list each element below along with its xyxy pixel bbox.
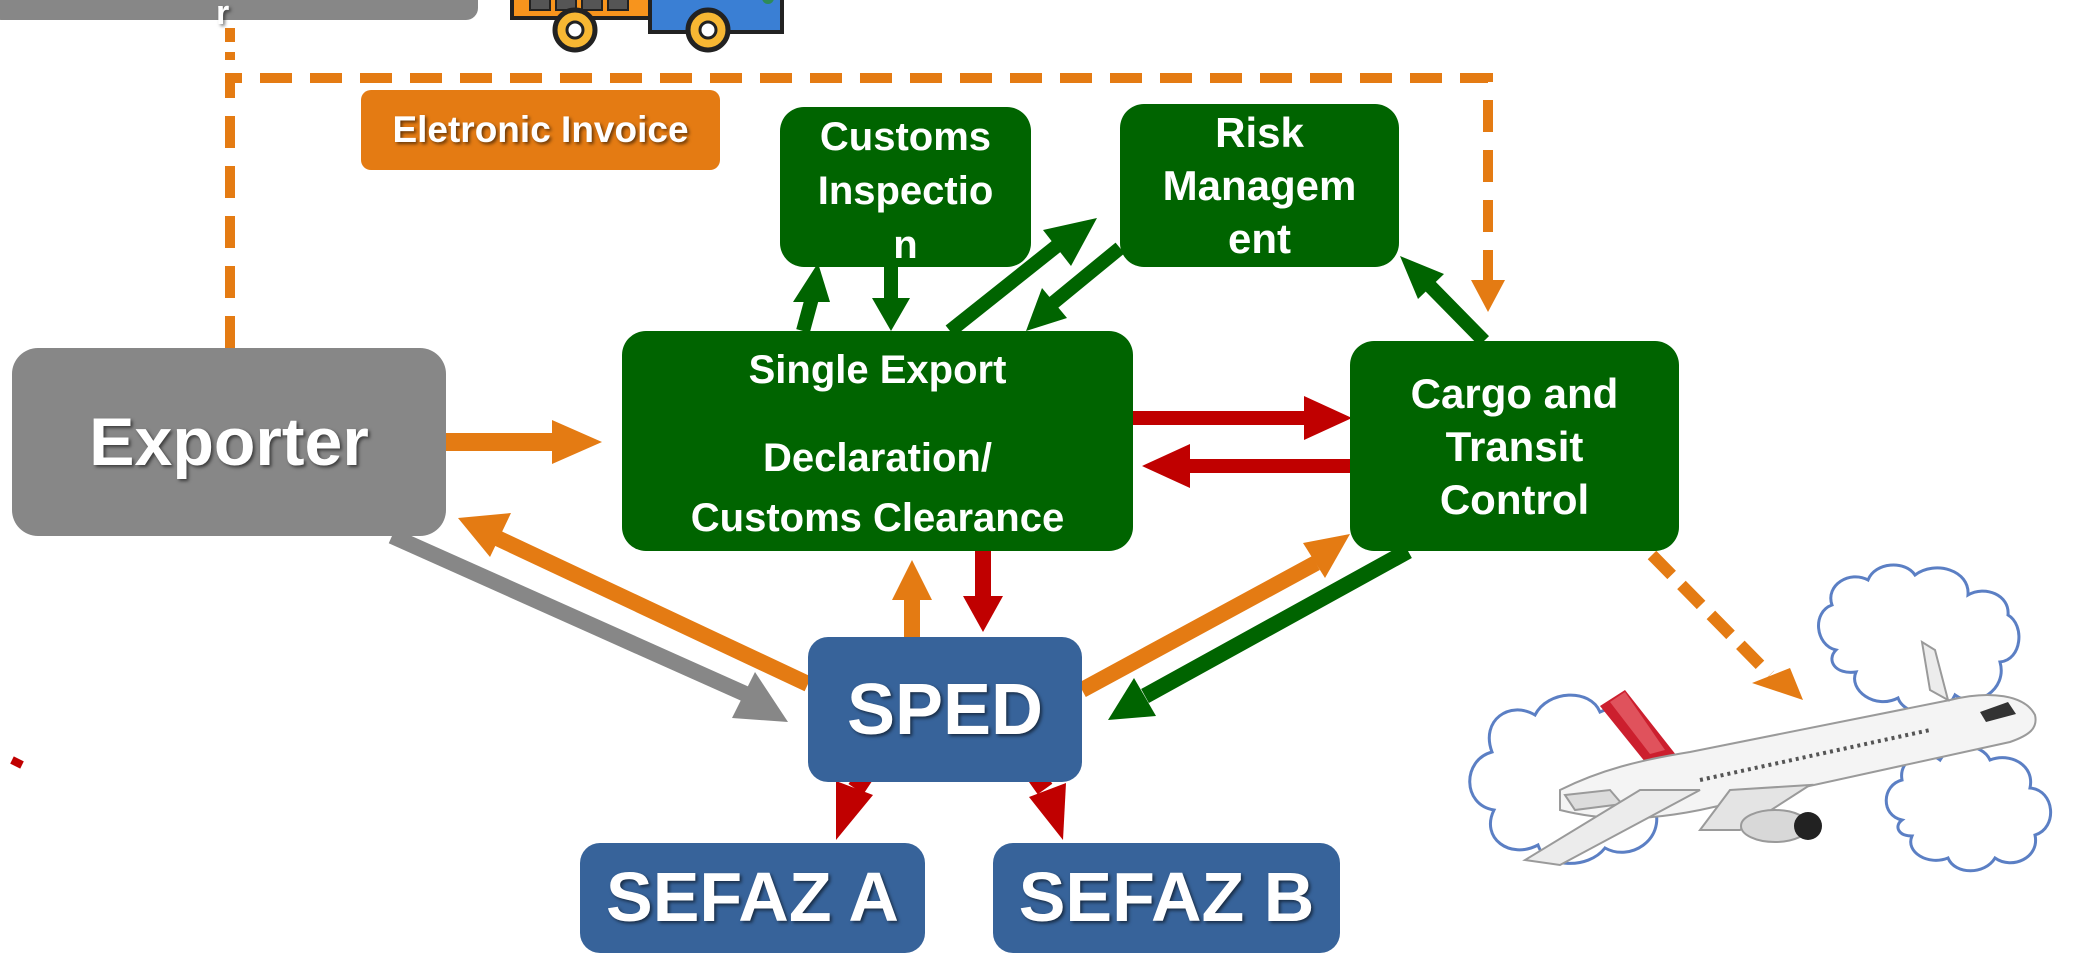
- inspection-line-3: n: [893, 223, 918, 267]
- electronic-invoice-label: Eletronic Invoice: [361, 90, 720, 170]
- sefaz-a-label: SEFAZ A: [606, 858, 899, 936]
- risk-line-2: Managem: [1162, 162, 1357, 209]
- sed-line-2: Declaration/: [763, 436, 992, 480]
- airplane-icon: [1522, 639, 2037, 867]
- cargo-line-1: Cargo and: [1410, 369, 1619, 417]
- top-bar-text: r: [216, 0, 230, 32]
- exporter-node: Exporter: [12, 348, 446, 536]
- invoice-text: Eletronic Invoice: [392, 109, 689, 150]
- sefaz-b-node: SEFAZ B: [993, 843, 1340, 953]
- sefaz-a-node: SEFAZ A: [580, 843, 925, 953]
- cargo-transit-control-node: Cargo and Transit Control: [1350, 341, 1679, 551]
- sed-line-3: Customs Clearance: [690, 496, 1065, 540]
- sefaz-b-label: SEFAZ B: [1018, 858, 1315, 936]
- sed-line-1: Single Export: [748, 348, 1007, 392]
- risk-line-1: Risk: [1215, 109, 1304, 156]
- single-export-declaration-node: Single Export Declaration/ Customs Clear…: [622, 331, 1133, 551]
- risk-line-3: ent: [1228, 215, 1291, 262]
- cargo-line-3: Control: [1439, 475, 1590, 523]
- truck-icon: [510, 0, 784, 53]
- customs-inspection-node: Customs Inspectio n: [780, 107, 1031, 267]
- inspection-line-2: Inspectio: [817, 169, 994, 213]
- risk-management-node: Risk Managem ent: [1120, 104, 1399, 267]
- cargo-line-2: Transit: [1445, 422, 1584, 470]
- sped-node: SPED: [808, 637, 1082, 782]
- sped-label: SPED: [846, 669, 1044, 750]
- inspection-line-1: Customs: [819, 115, 992, 159]
- top-bar: [0, 0, 478, 20]
- invoice-dashed-line: [225, 73, 1493, 348]
- exporter-label: Exporter: [89, 404, 369, 480]
